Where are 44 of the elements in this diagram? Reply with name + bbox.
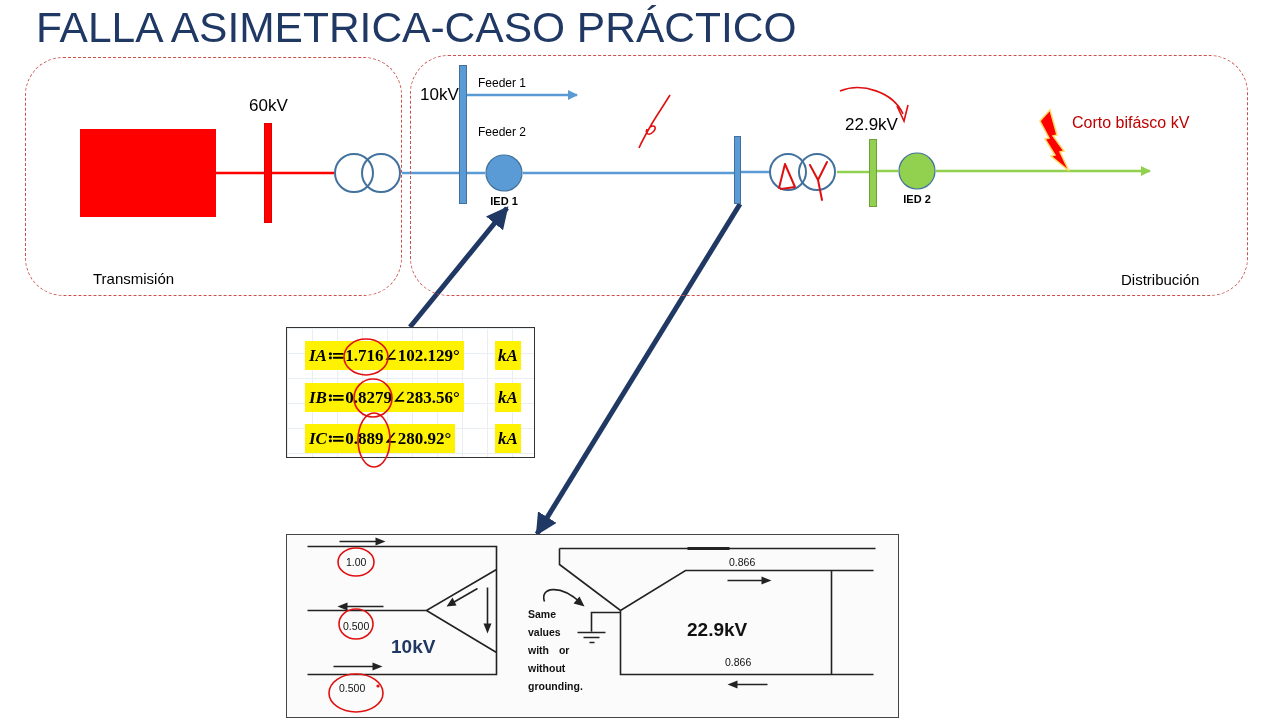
wire-line	[402, 171, 459, 175]
arrow	[936, 166, 1151, 176]
arrow	[408, 206, 509, 329]
zone-title: Transmisión	[93, 270, 175, 288]
transformer-symbol	[769, 153, 837, 203]
bus-bar	[459, 65, 467, 204]
arrow	[467, 90, 578, 100]
voltage-label: 10kV	[391, 636, 436, 658]
unit-text: kA	[495, 341, 521, 370]
edge-label: Feeder 2	[478, 126, 527, 140]
voltage-label: 10kV	[420, 85, 459, 105]
value-label: 0.866	[725, 656, 752, 669]
bus-bar	[869, 139, 877, 207]
value-label: 0.500	[339, 682, 366, 695]
wire-line	[877, 169, 898, 173]
relay-label: IED 2	[902, 193, 932, 206]
bus-bar	[264, 123, 272, 223]
dashed-zone	[25, 57, 402, 296]
value-label: 0.500	[343, 620, 370, 633]
bus-bar	[734, 136, 741, 204]
wire-line	[837, 170, 869, 174]
edge-label: Feeder 1	[478, 77, 527, 91]
relay-label: IED 1	[489, 195, 519, 208]
note-text: Same values with or without grounding.	[528, 607, 584, 694]
arrow	[534, 202, 743, 536]
unit-text: kA	[495, 424, 521, 453]
unit-text: kA	[495, 382, 521, 412]
scanned-figure	[286, 534, 899, 718]
generator-block	[80, 129, 216, 217]
voltage-label: 22.9kV	[845, 115, 898, 135]
transformer-symbol	[334, 153, 402, 193]
wire-line	[523, 171, 734, 175]
formula-panel	[286, 327, 535, 458]
wire-line	[216, 171, 264, 175]
dashed-zone	[410, 55, 1248, 296]
value-label: 0.866	[729, 556, 756, 569]
zone-title: Distribución	[1121, 271, 1200, 289]
slide-title: FALLA ASIMETRICA-CASO PRÁCTICO	[36, 4, 797, 53]
wire-line	[272, 171, 334, 175]
voltage-label: 60kV	[249, 96, 288, 116]
value-label: 1.00	[346, 556, 367, 569]
fault-label: Corto bifásco kV	[1072, 114, 1190, 133]
wire-line	[741, 170, 769, 174]
voltage-label: 22.9kV	[687, 619, 748, 641]
